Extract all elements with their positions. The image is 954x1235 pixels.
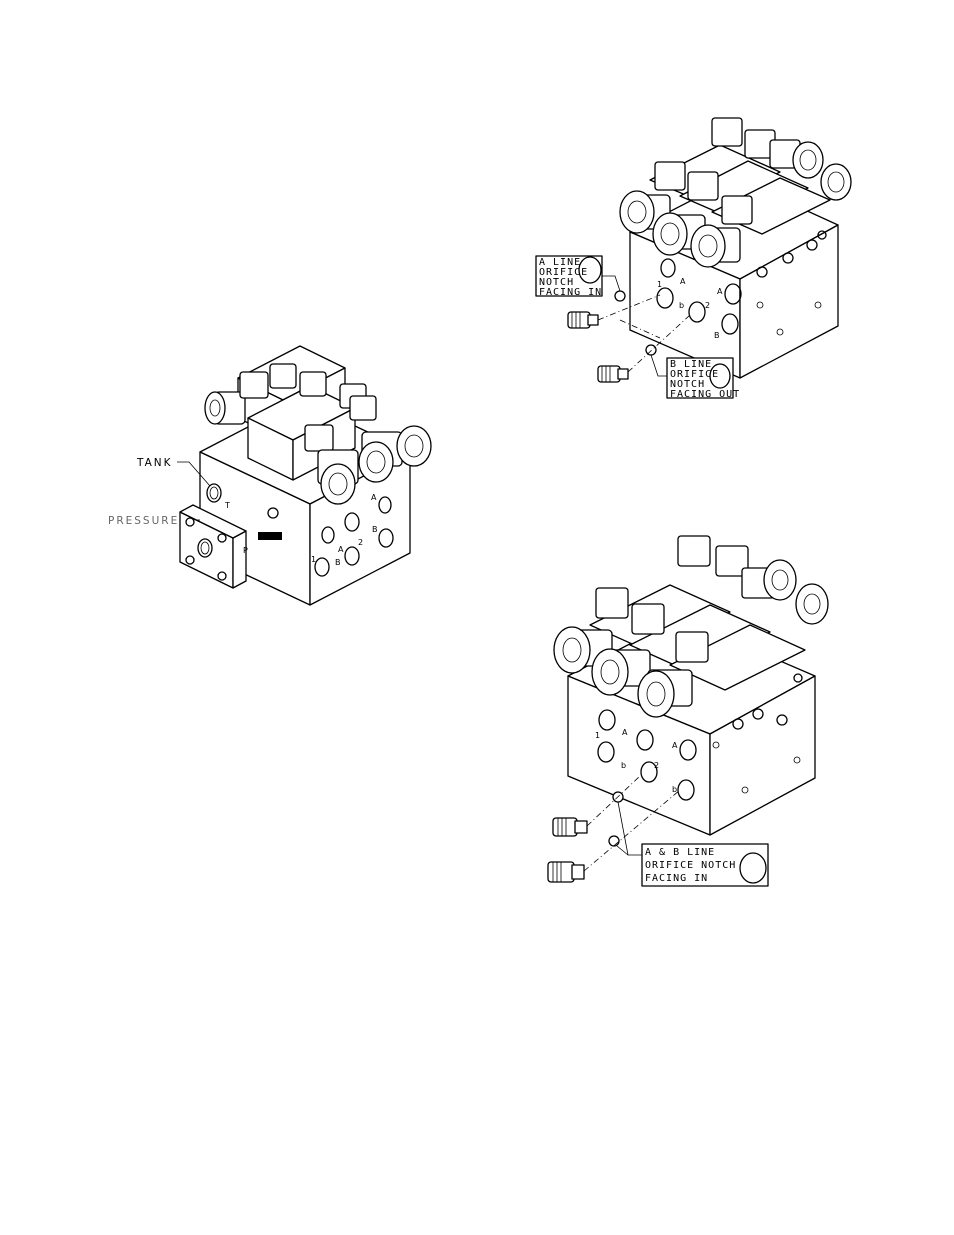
port-mark: A <box>338 545 344 554</box>
port-mark: B <box>335 558 341 567</box>
connector-icon <box>305 425 333 451</box>
port-mark: 1 <box>311 555 316 564</box>
connector-icon <box>240 372 268 398</box>
coil-cap-icon <box>592 649 628 695</box>
connector-icon <box>632 604 664 634</box>
coil-cap-icon <box>793 142 823 178</box>
callout-b-line-4: FACING OUT <box>670 389 740 400</box>
callout-ab-line-2: ORIFICE NOTCH <box>645 860 736 871</box>
orifice-b-icon <box>609 836 619 846</box>
connector-icon <box>350 396 376 420</box>
connector-icon <box>270 364 296 388</box>
coil-cap-icon <box>653 213 687 255</box>
nameplate-icon <box>258 532 282 540</box>
coil-cap-icon <box>205 392 225 424</box>
coil-cap-icon <box>821 164 851 200</box>
coil-cap-icon <box>796 584 828 624</box>
connector-icon <box>712 118 742 146</box>
fitting-icon <box>598 366 628 382</box>
connector-icon <box>655 162 685 190</box>
connector-icon <box>722 196 752 224</box>
coil-cap-icon <box>397 426 431 466</box>
port-mark: b <box>621 761 626 770</box>
port-mark: 2 <box>705 301 710 310</box>
callout-ab-leader <box>618 802 642 855</box>
left-manifold-assembly: T P A 2 1 B A B <box>108 346 431 605</box>
port-mark-p: P <box>243 546 248 555</box>
coil-cap-icon <box>321 464 355 504</box>
callout-b-leader <box>651 355 667 376</box>
fitting-icon <box>568 312 598 328</box>
connector-icon <box>676 632 708 662</box>
callout-a-line-4: FACING IN <box>539 287 602 298</box>
fitting-icon <box>548 862 584 882</box>
port-mark: 1 <box>595 731 600 740</box>
top-right-manifold-assembly: 1 A A b 2 B <box>536 118 851 400</box>
bottom-right-manifold-assembly: 1 A A b 2 b <box>548 536 828 886</box>
callout-ab-line-3: FACING IN <box>645 873 708 884</box>
connector-icon <box>596 588 628 618</box>
coil-cap-icon <box>638 671 674 717</box>
left-end-plate-side <box>233 531 246 588</box>
port-mark: 1 <box>657 280 662 289</box>
port-mark: B <box>714 331 720 340</box>
connector-icon <box>300 372 326 396</box>
port-mark: A <box>672 741 678 750</box>
port-mark: b <box>679 301 684 310</box>
connector-icon <box>688 172 718 200</box>
coil-cap-icon <box>554 627 590 673</box>
callout-a-leader <box>602 276 620 291</box>
pressure-label: PRESSURE <box>108 515 179 527</box>
port-mark: 2 <box>358 538 363 547</box>
fitting-icon <box>553 818 587 836</box>
port-mark: B <box>372 525 378 534</box>
tank-label: TANK <box>136 457 173 469</box>
port-mark: A <box>680 277 686 286</box>
coil-cap-icon <box>764 560 796 600</box>
port-mark: A <box>622 728 628 737</box>
orifice-b-icon <box>646 345 656 355</box>
port-mark: A <box>371 493 377 502</box>
port-mark: 2 <box>654 761 659 770</box>
connector-icon <box>678 536 710 566</box>
orifice-a-icon <box>615 291 625 301</box>
coil-cap-icon <box>691 225 725 267</box>
coil-cap-icon <box>359 442 393 482</box>
callout-ab-line-1: A & B LINE <box>645 847 715 858</box>
coil-cap-icon <box>620 191 654 233</box>
port-mark: A <box>717 287 723 296</box>
port-mark-t: T <box>224 501 230 510</box>
